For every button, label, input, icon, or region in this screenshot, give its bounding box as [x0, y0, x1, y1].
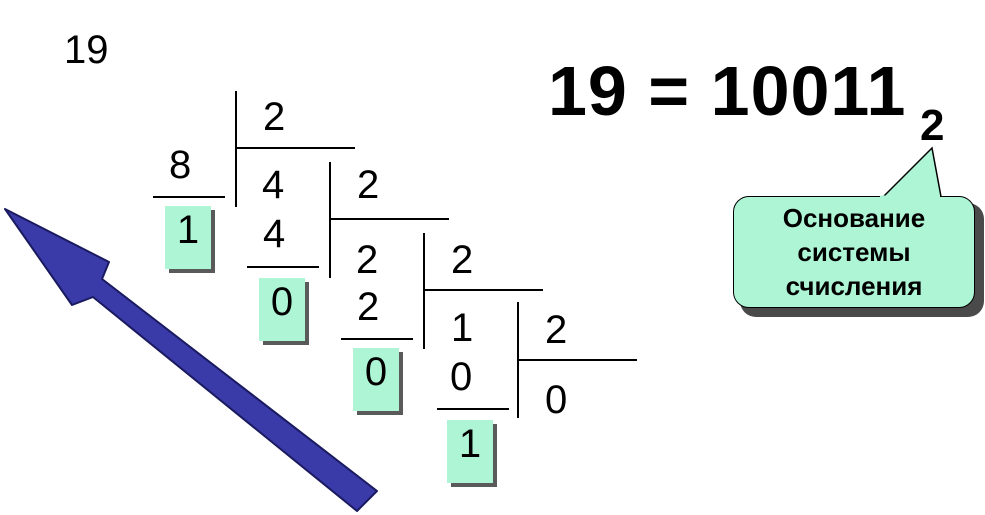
quotient-2: 2 [356, 238, 379, 282]
source-number: 19 [64, 28, 109, 72]
subtraction-line-1 [153, 196, 225, 198]
product-3: 2 [357, 285, 380, 329]
quotient-4: 0 [545, 378, 568, 422]
remainder-4: 1 [458, 422, 482, 466]
result-base-subscript: 2 [920, 101, 945, 150]
remainder-box-3: 0 [353, 348, 399, 411]
remainder-2: 0 [270, 280, 294, 324]
subtraction-line-2 [247, 266, 319, 268]
division-bar-horizontal-3 [423, 289, 543, 291]
base-callout: Основание системы счисления [733, 196, 975, 308]
result-equation: 19 = 10011 [548, 52, 907, 130]
callout-line-2: системы [797, 237, 911, 267]
divisor-3: 2 [451, 238, 474, 282]
division-bar-horizontal-1 [235, 147, 355, 149]
division-bar-vertical-3 [423, 233, 425, 349]
product-2: 4 [263, 212, 286, 256]
divisor-4: 2 [545, 308, 568, 352]
division-bar-vertical-1 [235, 91, 237, 207]
division-bar-horizontal-4 [517, 359, 637, 361]
divisor-1: 2 [263, 95, 286, 139]
product-1: 8 [169, 143, 192, 187]
callout-line-3: счисления [785, 271, 923, 301]
division-bar-horizontal-2 [329, 218, 449, 220]
remainder-box-1: 1 [165, 206, 211, 269]
remainder-1: 1 [176, 208, 200, 252]
subtraction-line-3 [341, 338, 413, 340]
division-bar-vertical-2 [329, 162, 331, 278]
remainder-3: 0 [364, 350, 388, 394]
divisor-2: 2 [357, 163, 380, 207]
subtraction-line-4 [437, 408, 509, 410]
callout-line-1: Основание [782, 203, 926, 233]
quotient-3: 1 [451, 306, 474, 350]
callout-text: Основание системы счисления [783, 201, 926, 303]
quotient-1: 4 [262, 163, 285, 207]
product-4: 0 [450, 355, 473, 399]
remainder-box-4: 1 [447, 420, 493, 483]
remainder-box-2: 0 [259, 278, 305, 341]
